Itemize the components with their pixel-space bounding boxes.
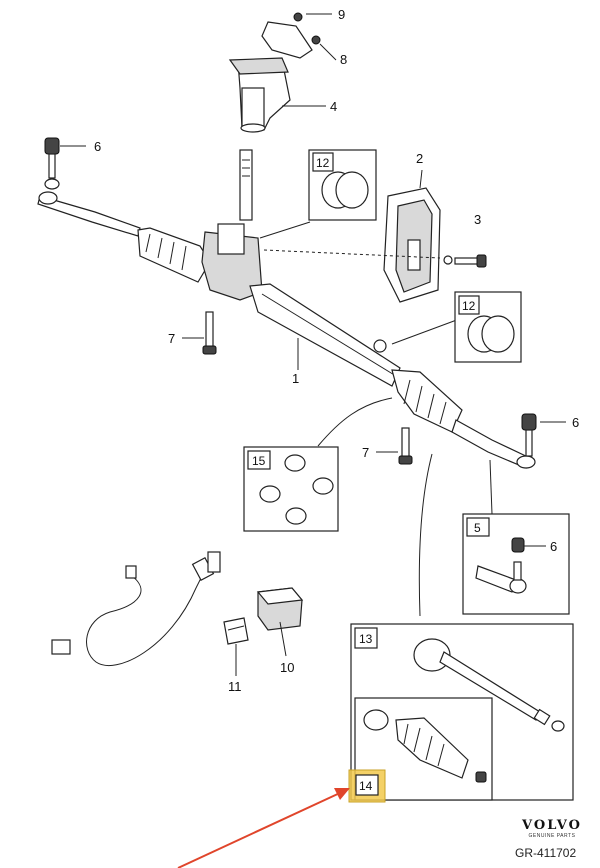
- box-clamps: [243, 446, 339, 532]
- part-module-10: [256, 587, 304, 631]
- box-inner-tie-rod-kit: [350, 623, 574, 801]
- box-label-12-lower: 12: [462, 299, 476, 313]
- part-mounting-plate: [261, 12, 321, 59]
- box-o-rings-upper: [308, 149, 377, 221]
- box-label-15: 15: [252, 454, 266, 468]
- part-bolt-right: [398, 427, 413, 465]
- part-bolt-3: [443, 254, 487, 268]
- callout-3: 3: [474, 212, 481, 227]
- brand-name: VOLVO: [522, 818, 582, 833]
- part-nut-right: [521, 413, 537, 457]
- callout-1: 1: [292, 371, 299, 386]
- callout-6-box5: 6: [550, 539, 557, 554]
- callout-9: 9: [338, 7, 345, 22]
- volvo-logo: VOLVO GENUINE PARTS: [512, 818, 592, 839]
- callout-2: 2: [416, 151, 423, 166]
- part-clip-11: [223, 617, 249, 645]
- box-o-rings-lower: [454, 291, 522, 363]
- box-label-14: 14: [359, 779, 373, 793]
- part-sensor-cable: [51, 551, 221, 667]
- callout-7-left: 7: [168, 331, 175, 346]
- part-steering-rack: [37, 191, 536, 469]
- box-label-12-upper: 12: [316, 156, 330, 170]
- box-tie-rod-end: [462, 513, 570, 615]
- part-heat-shield: [383, 187, 441, 303]
- part-upper-housing: [228, 57, 291, 133]
- callout-6-right: 6: [572, 415, 579, 430]
- callout-4: 4: [330, 99, 337, 114]
- box-label-5: 5: [474, 521, 481, 535]
- diagram-reference: GR-411702: [515, 846, 577, 860]
- callout-11: 11: [228, 679, 242, 694]
- box-label-13: 13: [359, 632, 373, 646]
- callout-10: 10: [280, 660, 294, 675]
- part-steering-shaft: [239, 149, 253, 221]
- part-nut-left: [44, 137, 60, 190]
- part-bolt-left: [202, 311, 217, 355]
- callout-6-left: 6: [94, 139, 101, 154]
- brand-subtitle: GENUINE PARTS: [528, 833, 576, 839]
- red-pointer-arrow: [177, 788, 350, 868]
- callout-7-right: 7: [362, 445, 369, 460]
- callout-8: 8: [340, 52, 347, 67]
